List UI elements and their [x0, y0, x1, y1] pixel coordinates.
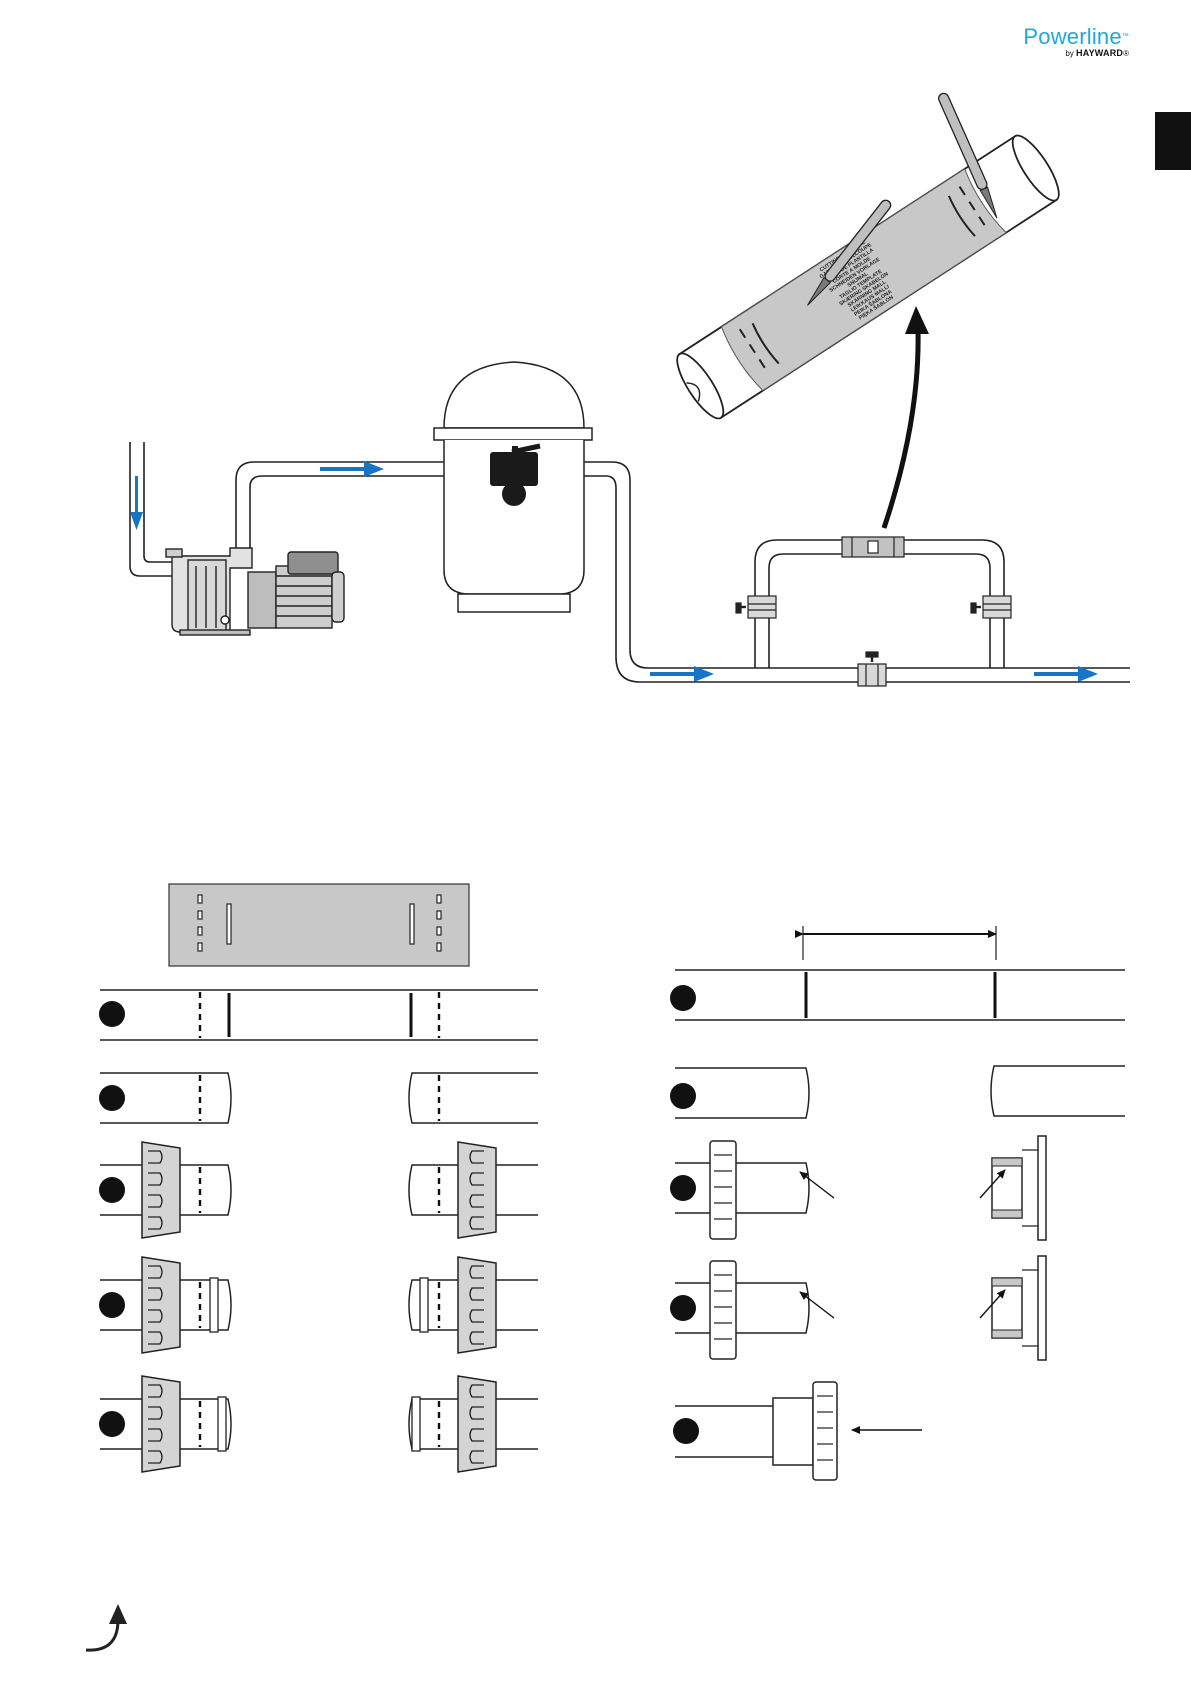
step-dot	[99, 1085, 125, 1111]
step-dot	[670, 1175, 696, 1201]
left-step-3	[99, 1142, 538, 1238]
pump-icon	[166, 548, 344, 635]
zoom-arrow	[884, 330, 918, 528]
step-dot	[99, 1177, 125, 1203]
ball-valve-icon	[971, 596, 1011, 618]
right-step-3	[670, 1136, 1046, 1240]
zoom-arrow-head	[905, 306, 929, 334]
flow-arrow-icon	[320, 461, 384, 477]
step-dot	[670, 1295, 696, 1321]
right-step-5	[673, 1382, 922, 1480]
right-step-2	[670, 1066, 1125, 1118]
step-dot	[99, 1292, 125, 1318]
left-step-2	[99, 1073, 538, 1123]
step-dot	[99, 1411, 125, 1437]
flow-arrow-icon	[130, 476, 143, 530]
left-step-1	[99, 990, 538, 1040]
step-dot	[670, 985, 696, 1011]
left-template-sheet	[169, 884, 469, 966]
plumbing-overview	[130, 442, 1130, 682]
left-step-5	[99, 1376, 538, 1472]
step-dot	[673, 1418, 699, 1444]
right-step-4	[670, 1256, 1046, 1360]
right-step-1	[670, 926, 1125, 1020]
zoomed-pipe-template: CUTTING TEMPLATEGABARIT DE DÉCOUPECORTE …	[670, 130, 1067, 425]
step-dot	[670, 1083, 696, 1109]
bypass-loop-pipe	[755, 540, 1004, 668]
inlet-pipe-inner	[144, 442, 172, 562]
ball-valve-icon	[858, 652, 886, 686]
ball-valve-icon	[736, 596, 776, 618]
left-step-4	[99, 1257, 538, 1353]
turn-page-icon	[86, 1604, 127, 1650]
step-dot	[99, 1001, 125, 1027]
chlorinator-cell	[842, 537, 904, 557]
